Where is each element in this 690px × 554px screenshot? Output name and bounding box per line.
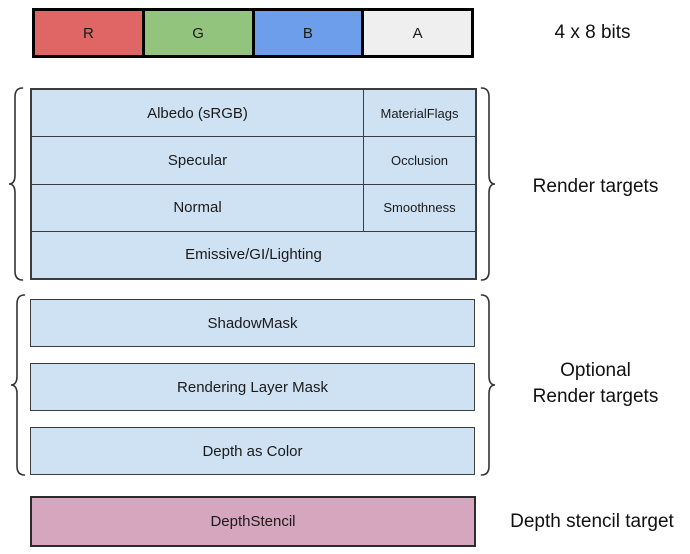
table-row: Specular Occlusion [32, 136, 475, 184]
depth-as-color-label: Depth as Color [202, 442, 303, 460]
depth-stencil-target-label: Depth stencil target [510, 511, 674, 532]
depth-as-color-row: Depth as Color [30, 427, 475, 475]
rgba-format-bar: R G B A [32, 8, 474, 58]
alpha-channel-cell: A [361, 11, 471, 55]
optional-render-targets-label: Optional Render targets [503, 358, 688, 410]
left-brace-optional-targets [10, 294, 26, 476]
specular-cell: Specular [167, 151, 228, 169]
occlusion-cell: Occlusion [363, 137, 475, 184]
render-targets-label: Render targets [532, 176, 659, 197]
blue-channel-cell: B [251, 11, 362, 55]
alpha-channel-label: A [412, 24, 423, 42]
shadowmask-label: ShadowMask [207, 314, 298, 332]
albedo-cell: Albedo (sRGB) [147, 104, 248, 122]
green-channel-cell: G [141, 11, 252, 55]
depthstencil-row: DepthStencil [30, 496, 476, 547]
table-row: Normal Smoothness [32, 183, 475, 231]
table-row: Albedo (sRGB) MaterialFlags [32, 90, 475, 137]
left-brace-render-targets [8, 87, 24, 281]
optional-label-line1: Optional [560, 360, 631, 381]
red-channel-cell: R [35, 11, 142, 55]
optional-label-line2: Render targets [532, 386, 659, 407]
shadowmask-row: ShadowMask [30, 299, 475, 347]
blue-channel-label: B [302, 24, 313, 42]
normal-cell: Normal [173, 199, 222, 217]
emissive-cell: Emissive/GI/Lighting [185, 246, 322, 264]
red-channel-label: R [82, 24, 94, 42]
rendering-layer-mask-label: Rendering Layer Mask [177, 378, 328, 396]
rendering-layer-mask-row: Rendering Layer Mask [30, 363, 475, 411]
depthstencil-label: DepthStencil [210, 513, 296, 530]
right-brace-optional-targets [480, 294, 496, 476]
table-row: Emissive/GI/Lighting [32, 230, 475, 278]
bits-label: 4 x 8 bits [554, 22, 631, 43]
render-targets-table: Albedo (sRGB) MaterialFlags Specular Occ… [30, 88, 477, 280]
smoothness-cell: Smoothness [363, 184, 475, 231]
right-brace-render-targets [480, 87, 496, 281]
green-channel-label: G [192, 24, 204, 42]
materialflags-cell: MaterialFlags [363, 90, 475, 137]
